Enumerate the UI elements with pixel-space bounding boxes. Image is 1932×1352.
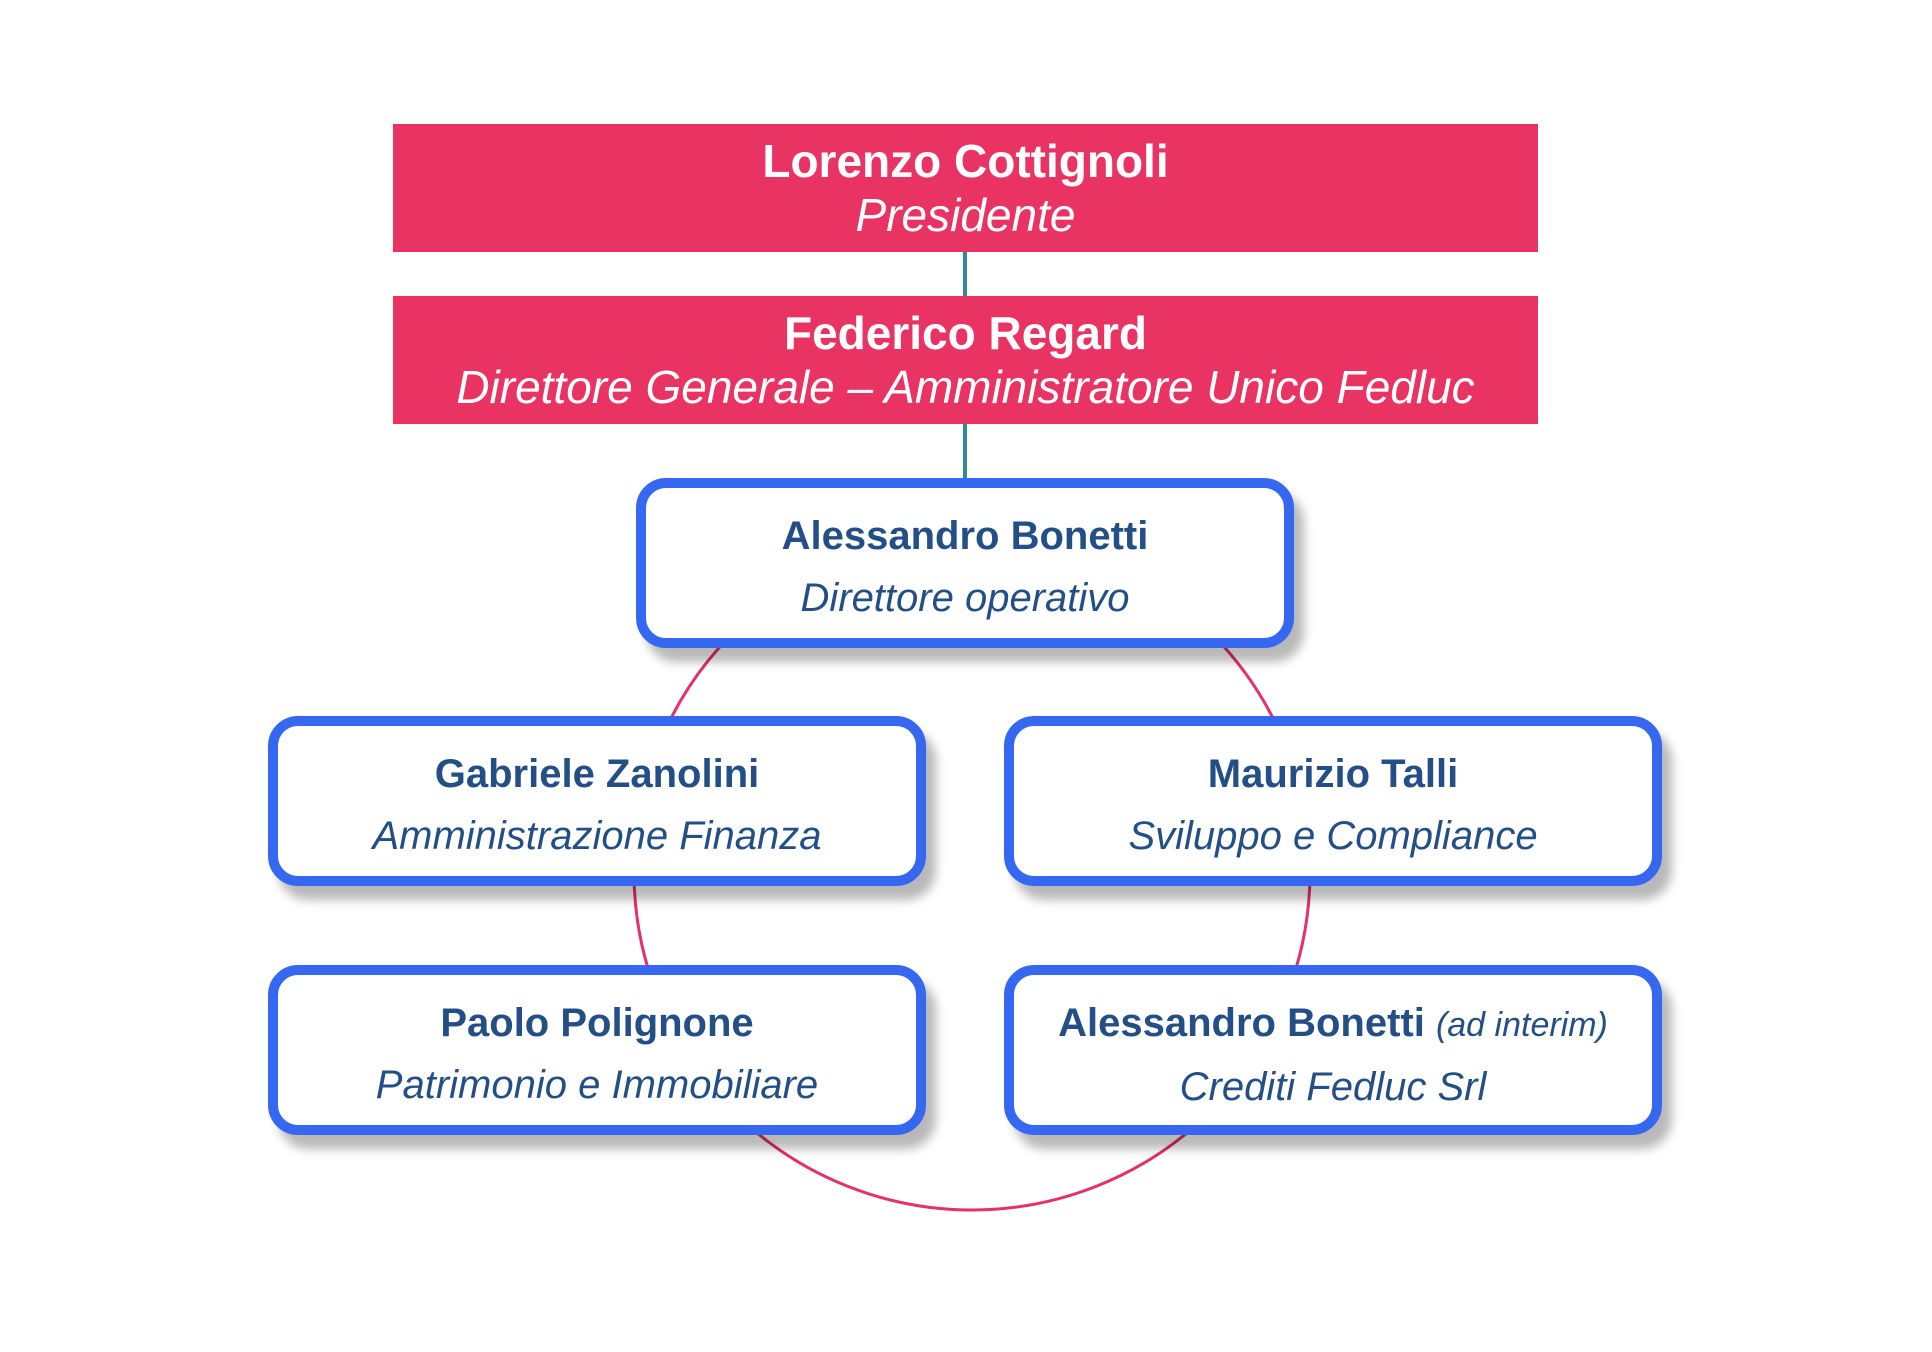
unit-box-direttore-operativo: Alessandro Bonetti Direttore operativo	[636, 478, 1294, 648]
unit-name: Alessandro Bonetti	[1058, 1001, 1425, 1045]
general-director-name: Federico Regard	[784, 307, 1147, 359]
unit-name: Paolo Polignone	[440, 1001, 754, 1045]
unit-role: Patrimonio e Immobiliare	[375, 1063, 819, 1107]
unit-role: Amministrazione Finanza	[372, 814, 822, 858]
unit-role: Crediti Fedluc Srl	[1179, 1065, 1487, 1109]
unit-name: Maurizio Talli	[1207, 752, 1459, 796]
unit-box-patrimonio-immobiliare: Paolo Polignone Patrimonio e Immobiliare	[268, 965, 926, 1135]
unit-role: Direttore operativo	[800, 576, 1130, 620]
unit-role: Sviluppo e Compliance	[1128, 814, 1538, 858]
unit-name: Gabriele Zanolini	[434, 752, 760, 796]
general-director-box: Federico Regard Direttore Generale – Amm…	[393, 296, 1538, 424]
interim-note: (ad interim)	[1435, 1006, 1608, 1044]
unit-box-crediti-fedluc: Alessandro Bonetti (ad interim) Crediti …	[1004, 965, 1662, 1135]
president-box: Lorenzo Cottignoli Presidente	[393, 124, 1538, 252]
unit-box-sviluppo-compliance: Maurizio Talli Sviluppo e Compliance	[1004, 716, 1662, 886]
general-director-role: Direttore Generale – Amministratore Unic…	[456, 361, 1475, 413]
unit-name-line: Alessandro Bonetti (ad interim)	[1014, 975, 1652, 1049]
president-name: Lorenzo Cottignoli	[762, 135, 1169, 187]
unit-box-amministrazione-finanza: Gabriele Zanolini Amministrazione Finanz…	[268, 716, 926, 886]
unit-name: Alessandro Bonetti	[781, 514, 1149, 558]
president-role: Presidente	[855, 189, 1076, 241]
